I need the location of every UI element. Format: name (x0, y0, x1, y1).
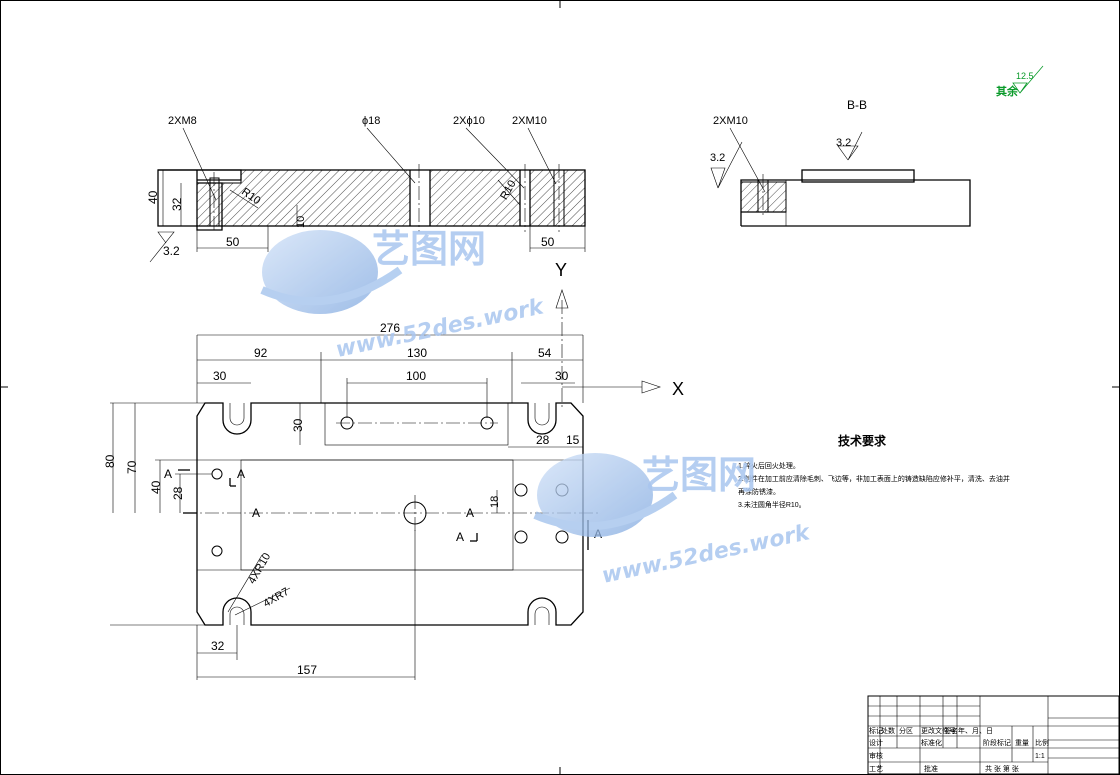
tb-sign: 签名 (944, 726, 958, 735)
rough-bb-top: 3.2 (836, 137, 851, 149)
title-block (867, 695, 1120, 775)
tech-req-item-3: 再涂防锈漆。 (738, 487, 780, 496)
tb-mark: 标记 (869, 726, 883, 735)
dim-80: 80 (103, 454, 117, 468)
axis-y-label: Y (555, 260, 567, 280)
watermark-url-1: www.52des.work (334, 294, 547, 363)
rough-bb-left: 3.2 (710, 152, 725, 164)
section-a-1: A (164, 467, 172, 481)
watermark-brand-2: 艺图网 (642, 453, 756, 497)
roughness-other-symbol (1012, 65, 1044, 94)
dim-40-plan: 40 (149, 480, 163, 494)
dim-54: 54 (538, 346, 552, 360)
rough-3-2-left: 3.2 (163, 244, 180, 258)
section-bb-view (710, 127, 971, 227)
tb-scale: 1:1 (1035, 753, 1045, 760)
dim-32-top: 32 (170, 197, 184, 211)
dim-15: 15 (566, 433, 580, 447)
tb-standard: 标准化 (921, 738, 942, 747)
tb-design: 设计 (869, 738, 883, 747)
label-2xm8: 2XM8 (168, 115, 197, 127)
dim-18: 18 (489, 496, 501, 508)
dim-28-plan: 28 (171, 486, 185, 500)
section-a-5: A (456, 530, 464, 544)
dim-92: 92 (254, 346, 268, 360)
tb-sheets: 共 张 第 张 (985, 764, 1019, 773)
section-a-4: A (466, 506, 474, 520)
dim-32-plan: 32 (211, 639, 225, 653)
tb-zone: 分区 (899, 726, 913, 735)
dim-28-right: 28 (536, 433, 550, 447)
dim-50-left: 50 (226, 235, 240, 249)
tb-weight: 重量 (1015, 739, 1029, 747)
dim-40-top: 40 (146, 190, 160, 204)
tb-date: 年、月、日 (958, 726, 993, 735)
tech-req-item-1: 1.淬火后回火处理。 (738, 461, 800, 470)
tb-approve: 批准 (924, 764, 938, 773)
section-bb-title: B-B (847, 98, 867, 112)
dim-10-top: 10 (295, 216, 307, 228)
dim-30-top-right: 30 (555, 369, 569, 383)
axis-x-label: X (672, 379, 684, 399)
label-2xm10-bb: 2XM10 (713, 115, 748, 127)
roughness-other-value: 12.5 (1016, 71, 1034, 81)
dim-30-vert: 30 (291, 418, 305, 432)
dim-130: 130 (407, 346, 427, 360)
watermark-globe-2 (533, 453, 678, 537)
tb-stage: 阶段标记 (983, 738, 1011, 747)
dim-4xr7: 4XR7 (261, 586, 291, 610)
tech-req-title: 技术要求 (838, 433, 887, 448)
watermark-brand-1: 艺图网 (372, 227, 486, 271)
label-phi18: ϕ18 (362, 115, 380, 127)
dim-4xr10: 4XR10 (246, 551, 273, 586)
section-a-2: A (237, 467, 245, 481)
tb-count: 处数 (881, 726, 895, 735)
tb-review: 审核 (869, 751, 883, 760)
label-2xphi10: 2Xϕ10 (453, 115, 485, 127)
watermark-url-2: www.52des.work (600, 520, 813, 589)
watermark-globe-1 (260, 230, 403, 314)
dim-100: 100 (406, 369, 426, 383)
dim-30-top-left: 30 (213, 369, 227, 383)
tech-req-item-4: 3.未注圆角半径R10。 (738, 500, 806, 509)
dim-157: 157 (297, 663, 317, 677)
dim-70: 70 (125, 460, 139, 474)
plan-view (110, 289, 661, 680)
roughness-other-label: 其余 (996, 84, 1019, 98)
dim-50-right: 50 (541, 235, 555, 249)
top-section-view (149, 127, 586, 263)
dim-276: 276 (380, 321, 400, 335)
label-2xm10: 2XM10 (512, 115, 547, 127)
section-a-3: A (252, 506, 260, 520)
tb-change-doc: 更改文件号 (921, 726, 956, 735)
tb-scale-label: 比例 (1035, 738, 1049, 747)
tech-req-item-2: 2.制件在加工前应清除毛刺、飞边等，非加工表面上的铸造缺陷应修补平，清洗、去油并 (738, 474, 1010, 483)
tb-process: 工艺 (869, 765, 883, 773)
